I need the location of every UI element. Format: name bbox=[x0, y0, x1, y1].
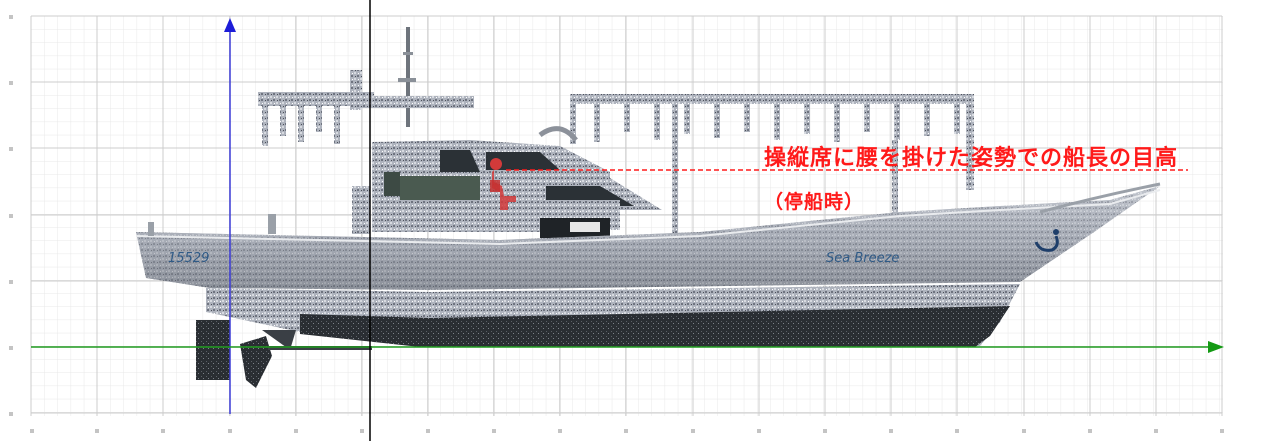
axis-tick-marks bbox=[9, 15, 1224, 433]
eye-height-label: 操縦席に腰を掛けた姿勢での船長の目高 bbox=[764, 146, 1179, 171]
boat: 15529 Sea Breeze bbox=[135, 27, 1161, 388]
lamp-frame-front bbox=[258, 70, 474, 146]
eye-height-sublabel: （停船時） bbox=[764, 191, 865, 213]
up-arrow-icon bbox=[224, 18, 236, 32]
mast bbox=[398, 27, 416, 127]
y-axis bbox=[224, 18, 236, 414]
logo-mark bbox=[1034, 235, 1059, 252]
captain-eye-marker bbox=[490, 158, 516, 210]
deck-fittings bbox=[148, 186, 370, 236]
hull: 15529 Sea Breeze bbox=[135, 182, 1161, 347]
stern-gear bbox=[196, 320, 372, 388]
hull-name: Sea Breeze bbox=[826, 251, 899, 266]
x-axis bbox=[31, 341, 1224, 353]
lamp-frame-rear bbox=[538, 94, 974, 234]
hull-registration: 15529 bbox=[168, 251, 209, 266]
right-arrow-icon bbox=[1208, 341, 1224, 353]
